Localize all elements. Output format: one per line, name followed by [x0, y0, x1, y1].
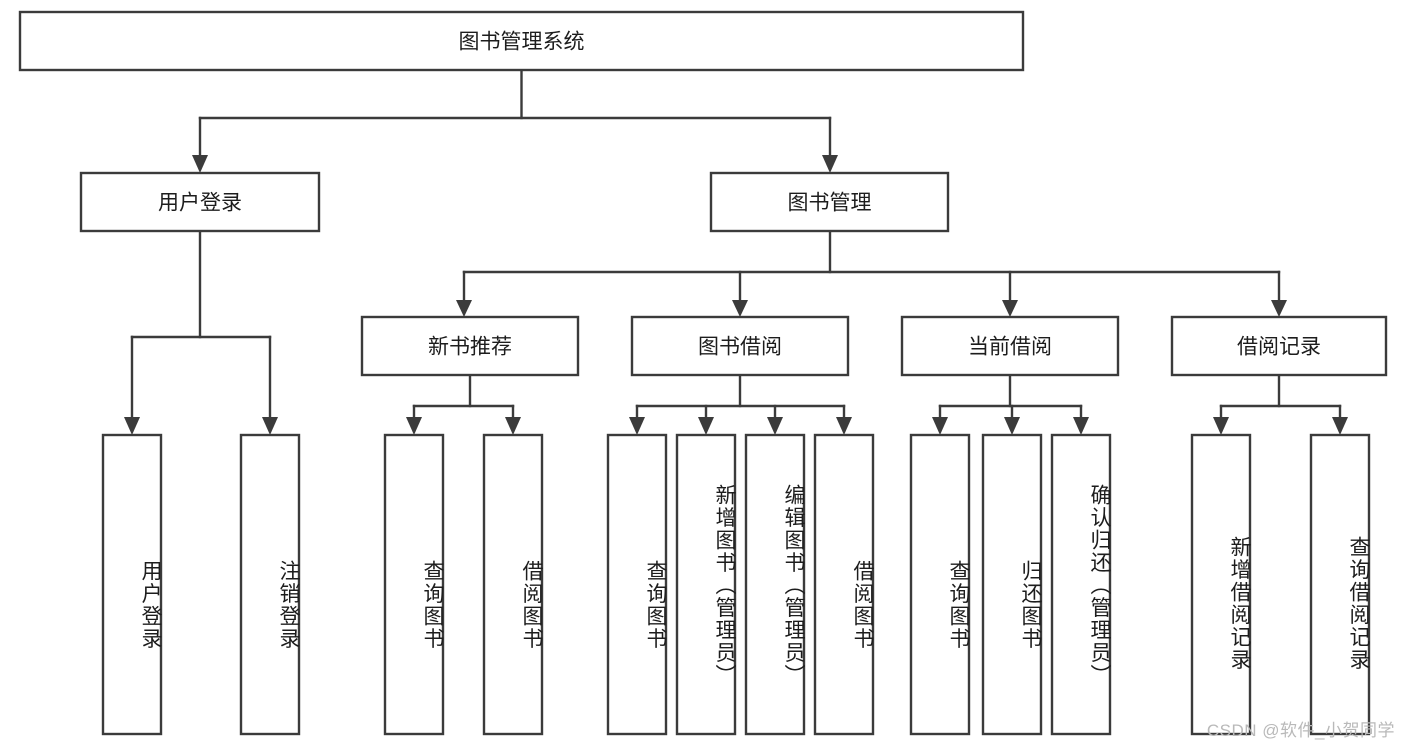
node-borrow-record-box[interactable]	[1170, 315, 1388, 377]
node-user-login-box[interactable]	[79, 171, 321, 233]
leaf-box-query-book-borrow[interactable]	[606, 433, 668, 736]
csdn-watermark: CSDN @软件_小贺同学	[1206, 721, 1395, 740]
leaf-box-group	[101, 433, 1371, 736]
arrow-head-leaf-return-book	[1004, 417, 1020, 435]
arrow-head-book-management	[822, 155, 838, 173]
node-root-label: 图书管理系统	[459, 31, 585, 54]
node-current-borrow-label: 当前借阅	[968, 336, 1052, 359]
arrow-head-leaf-query-borrow-record	[1332, 417, 1348, 435]
leaf-box-borrow-book-rec[interactable]	[482, 433, 544, 736]
arrow-head-leaf-user-login	[124, 417, 140, 435]
arrow-head-leaf-confirm-return	[1073, 417, 1089, 435]
node-book-borrow[interactable]: 图书借阅	[630, 315, 850, 377]
arrow-head-book-borrow	[732, 300, 748, 317]
node-user-login[interactable]: 用户登录	[79, 171, 321, 233]
node-root-box[interactable]	[18, 10, 1025, 72]
leaf-box-user-login[interactable]	[101, 433, 163, 736]
node-new-book-recommend-label: 新书推荐	[428, 336, 512, 359]
node-current-borrow[interactable]: 当前借阅	[900, 315, 1120, 377]
node-book-borrow-box[interactable]	[630, 315, 850, 377]
leaf-box-borrow-book[interactable]	[813, 433, 875, 736]
leaf-box-add-book[interactable]	[675, 433, 737, 736]
arrow-head-leaf-add-book	[698, 417, 714, 435]
leaf-box-edit-book[interactable]	[744, 433, 806, 736]
node-book-borrow-label: 图书借阅	[698, 336, 782, 359]
arrow-head-leaf-query-book-rec	[406, 417, 422, 435]
leaf-box-query-book-rec[interactable]	[383, 433, 445, 736]
node-borrow-record-label: 借阅记录	[1237, 336, 1321, 359]
arrow-head-leaf-query-book-cur	[932, 417, 948, 435]
arrow-head-leaf-logout-login	[262, 417, 278, 435]
arrow-head-leaf-edit-book	[767, 417, 783, 435]
connector-group-user-login	[124, 229, 278, 435]
node-current-borrow-box[interactable]	[900, 315, 1120, 377]
arrow-head-current-borrow	[1002, 300, 1018, 317]
leaf-box-add-borrow-record[interactable]	[1190, 433, 1252, 736]
connector-group-root	[192, 68, 838, 173]
leaf-box-return-book[interactable]	[981, 433, 1043, 736]
node-borrow-record[interactable]: 借阅记录	[1170, 315, 1388, 377]
node-root[interactable]: 图书管理系统	[18, 10, 1025, 72]
node-user-login-label: 用户登录	[158, 192, 242, 215]
node-book-management-box[interactable]	[709, 171, 950, 233]
arrow-head-leaf-borrow-book	[836, 417, 852, 435]
connector-group-new-book-recommend	[406, 373, 521, 435]
connector-group-borrow-record	[1213, 373, 1348, 435]
leaf-box-logout-login[interactable]	[239, 433, 301, 736]
connector-group-book-borrow	[629, 373, 852, 435]
arrow-head-leaf-add-borrow-record	[1213, 417, 1229, 435]
node-book-management-label: 图书管理	[788, 192, 872, 215]
node-new-book-recommend[interactable]: 新书推荐	[360, 315, 580, 377]
arrow-head-leaf-query-book-borrow	[629, 417, 645, 435]
arrow-head-new-book-recommend	[456, 300, 472, 317]
connector-group-book-management	[456, 229, 1287, 317]
leaf-box-query-borrow-record[interactable]	[1309, 433, 1371, 736]
leaf-box-confirm-return[interactable]	[1050, 433, 1112, 736]
connector-group-current-borrow	[932, 373, 1089, 435]
node-new-book-recommend-box[interactable]	[360, 315, 580, 377]
node-book-management[interactable]: 图书管理	[709, 171, 950, 233]
arrow-head-leaf-borrow-book-rec	[505, 417, 521, 435]
arrow-head-borrow-record	[1271, 300, 1287, 317]
arrow-head-user-login	[192, 155, 208, 173]
leaf-box-query-book-cur[interactable]	[909, 433, 971, 736]
